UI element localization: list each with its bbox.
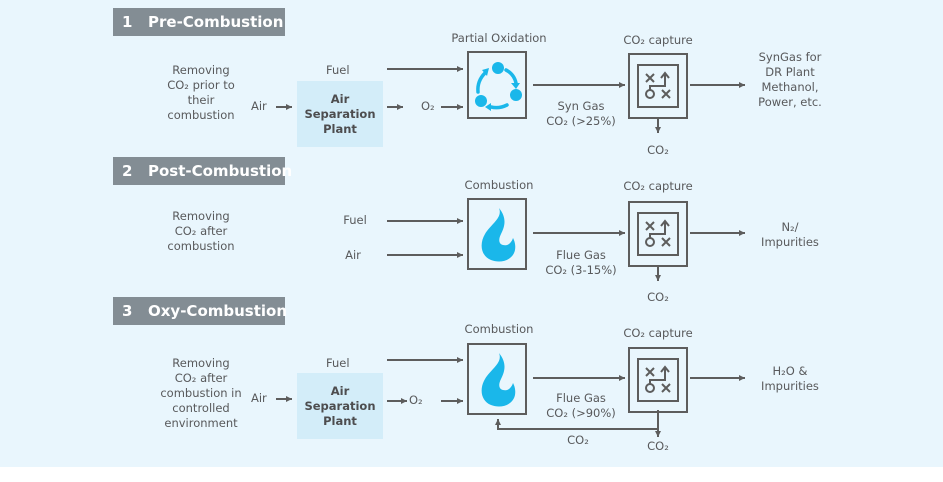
- co2-capture-box: [628, 201, 688, 267]
- combustion-box: [467, 198, 527, 270]
- section-description: Removing CO₂ after combustion: [167, 209, 235, 253]
- stream-label: Flue Gas CO₂ (3-15%): [545, 248, 617, 277]
- section-description: Removing CO₂ after combustion in control…: [160, 356, 242, 430]
- capture-output-co2: CO₂: [647, 143, 669, 157]
- section-number: 2: [122, 162, 133, 180]
- section-title: Post-Combustion: [148, 162, 293, 180]
- air-separation-plant: Air Separation Plant: [297, 81, 383, 147]
- process-label: Combustion: [464, 322, 534, 336]
- capture-label: CO₂ capture: [623, 33, 693, 47]
- final-output: SynGas for DR Plant Methanol, Power, etc…: [758, 50, 822, 109]
- partial-oxidation-box: [467, 51, 527, 119]
- section-description: Removing CO₂ prior to their combustion: [167, 63, 235, 122]
- input-fuel-label: Fuel: [326, 356, 350, 370]
- flame-icon: [481, 353, 516, 407]
- co2-recycle-line: [495, 410, 659, 430]
- co2-capture-box: [628, 53, 688, 119]
- air-separation-plant: Air Separation Plant: [297, 373, 383, 439]
- capture-output-co2: CO₂: [647, 439, 669, 453]
- section-title: Pre-Combustion: [148, 13, 284, 31]
- section-number: 1: [122, 13, 133, 31]
- section-header-post-combustion: 2 Post-Combustion: [113, 157, 292, 185]
- final-output: N₂/ Impurities: [761, 220, 819, 249]
- capture-label: CO₂ capture: [623, 326, 693, 340]
- section-number: 3: [122, 302, 133, 320]
- section-header-pre-combustion: 1 Pre-Combustion: [113, 8, 285, 36]
- oxygen-label: O₂: [409, 393, 423, 407]
- final-output: H₂O & Impurities: [761, 364, 819, 393]
- input-fuel-label: Fuel: [343, 213, 367, 227]
- section-header-oxy-combustion: 3 Oxy-Combustion: [113, 297, 288, 325]
- flame-icon: [481, 208, 516, 262]
- strategy-icon: [645, 365, 671, 393]
- strategy-icon: [645, 219, 671, 247]
- process-label: Partial Oxidation: [451, 31, 547, 45]
- strategy-icon: [645, 71, 671, 99]
- section-title: Oxy-Combustion: [148, 302, 288, 320]
- co2-capture-box: [628, 347, 688, 413]
- diagram-background: [0, 0, 943, 467]
- cycle-icon: [475, 62, 522, 111]
- process-label: Combustion: [464, 178, 534, 192]
- input-fuel-label: Fuel: [326, 63, 350, 77]
- stream-label: Syn Gas CO₂ (>25%): [546, 99, 616, 128]
- oxygen-label: O₂: [421, 99, 435, 113]
- input-air-label: Air: [251, 391, 267, 405]
- input-air-label: Air: [251, 99, 267, 113]
- recycle-co2-label: CO₂: [567, 433, 589, 447]
- capture-label: CO₂ capture: [623, 179, 693, 193]
- capture-output-co2: CO₂: [647, 290, 669, 304]
- stream-label: Flue Gas CO₂ (>90%): [546, 391, 616, 420]
- input-air-label: Air: [345, 248, 361, 262]
- combustion-box: [467, 343, 527, 415]
